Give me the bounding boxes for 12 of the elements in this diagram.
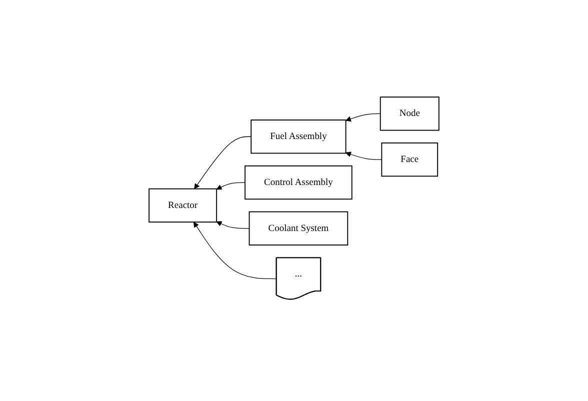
arrow xyxy=(194,222,277,279)
node-box: Node xyxy=(380,96,440,131)
node-box: Reactor xyxy=(148,188,218,222)
arrow xyxy=(346,113,381,122)
arrow xyxy=(346,152,382,160)
arrow xyxy=(216,182,246,190)
arrow xyxy=(194,136,252,189)
node-box: Fuel Assembly xyxy=(250,119,346,154)
node-box: Coolant System xyxy=(248,211,348,246)
arrow xyxy=(216,221,250,229)
node-box: Control Assembly xyxy=(244,165,352,200)
node-box: Face xyxy=(381,142,438,177)
